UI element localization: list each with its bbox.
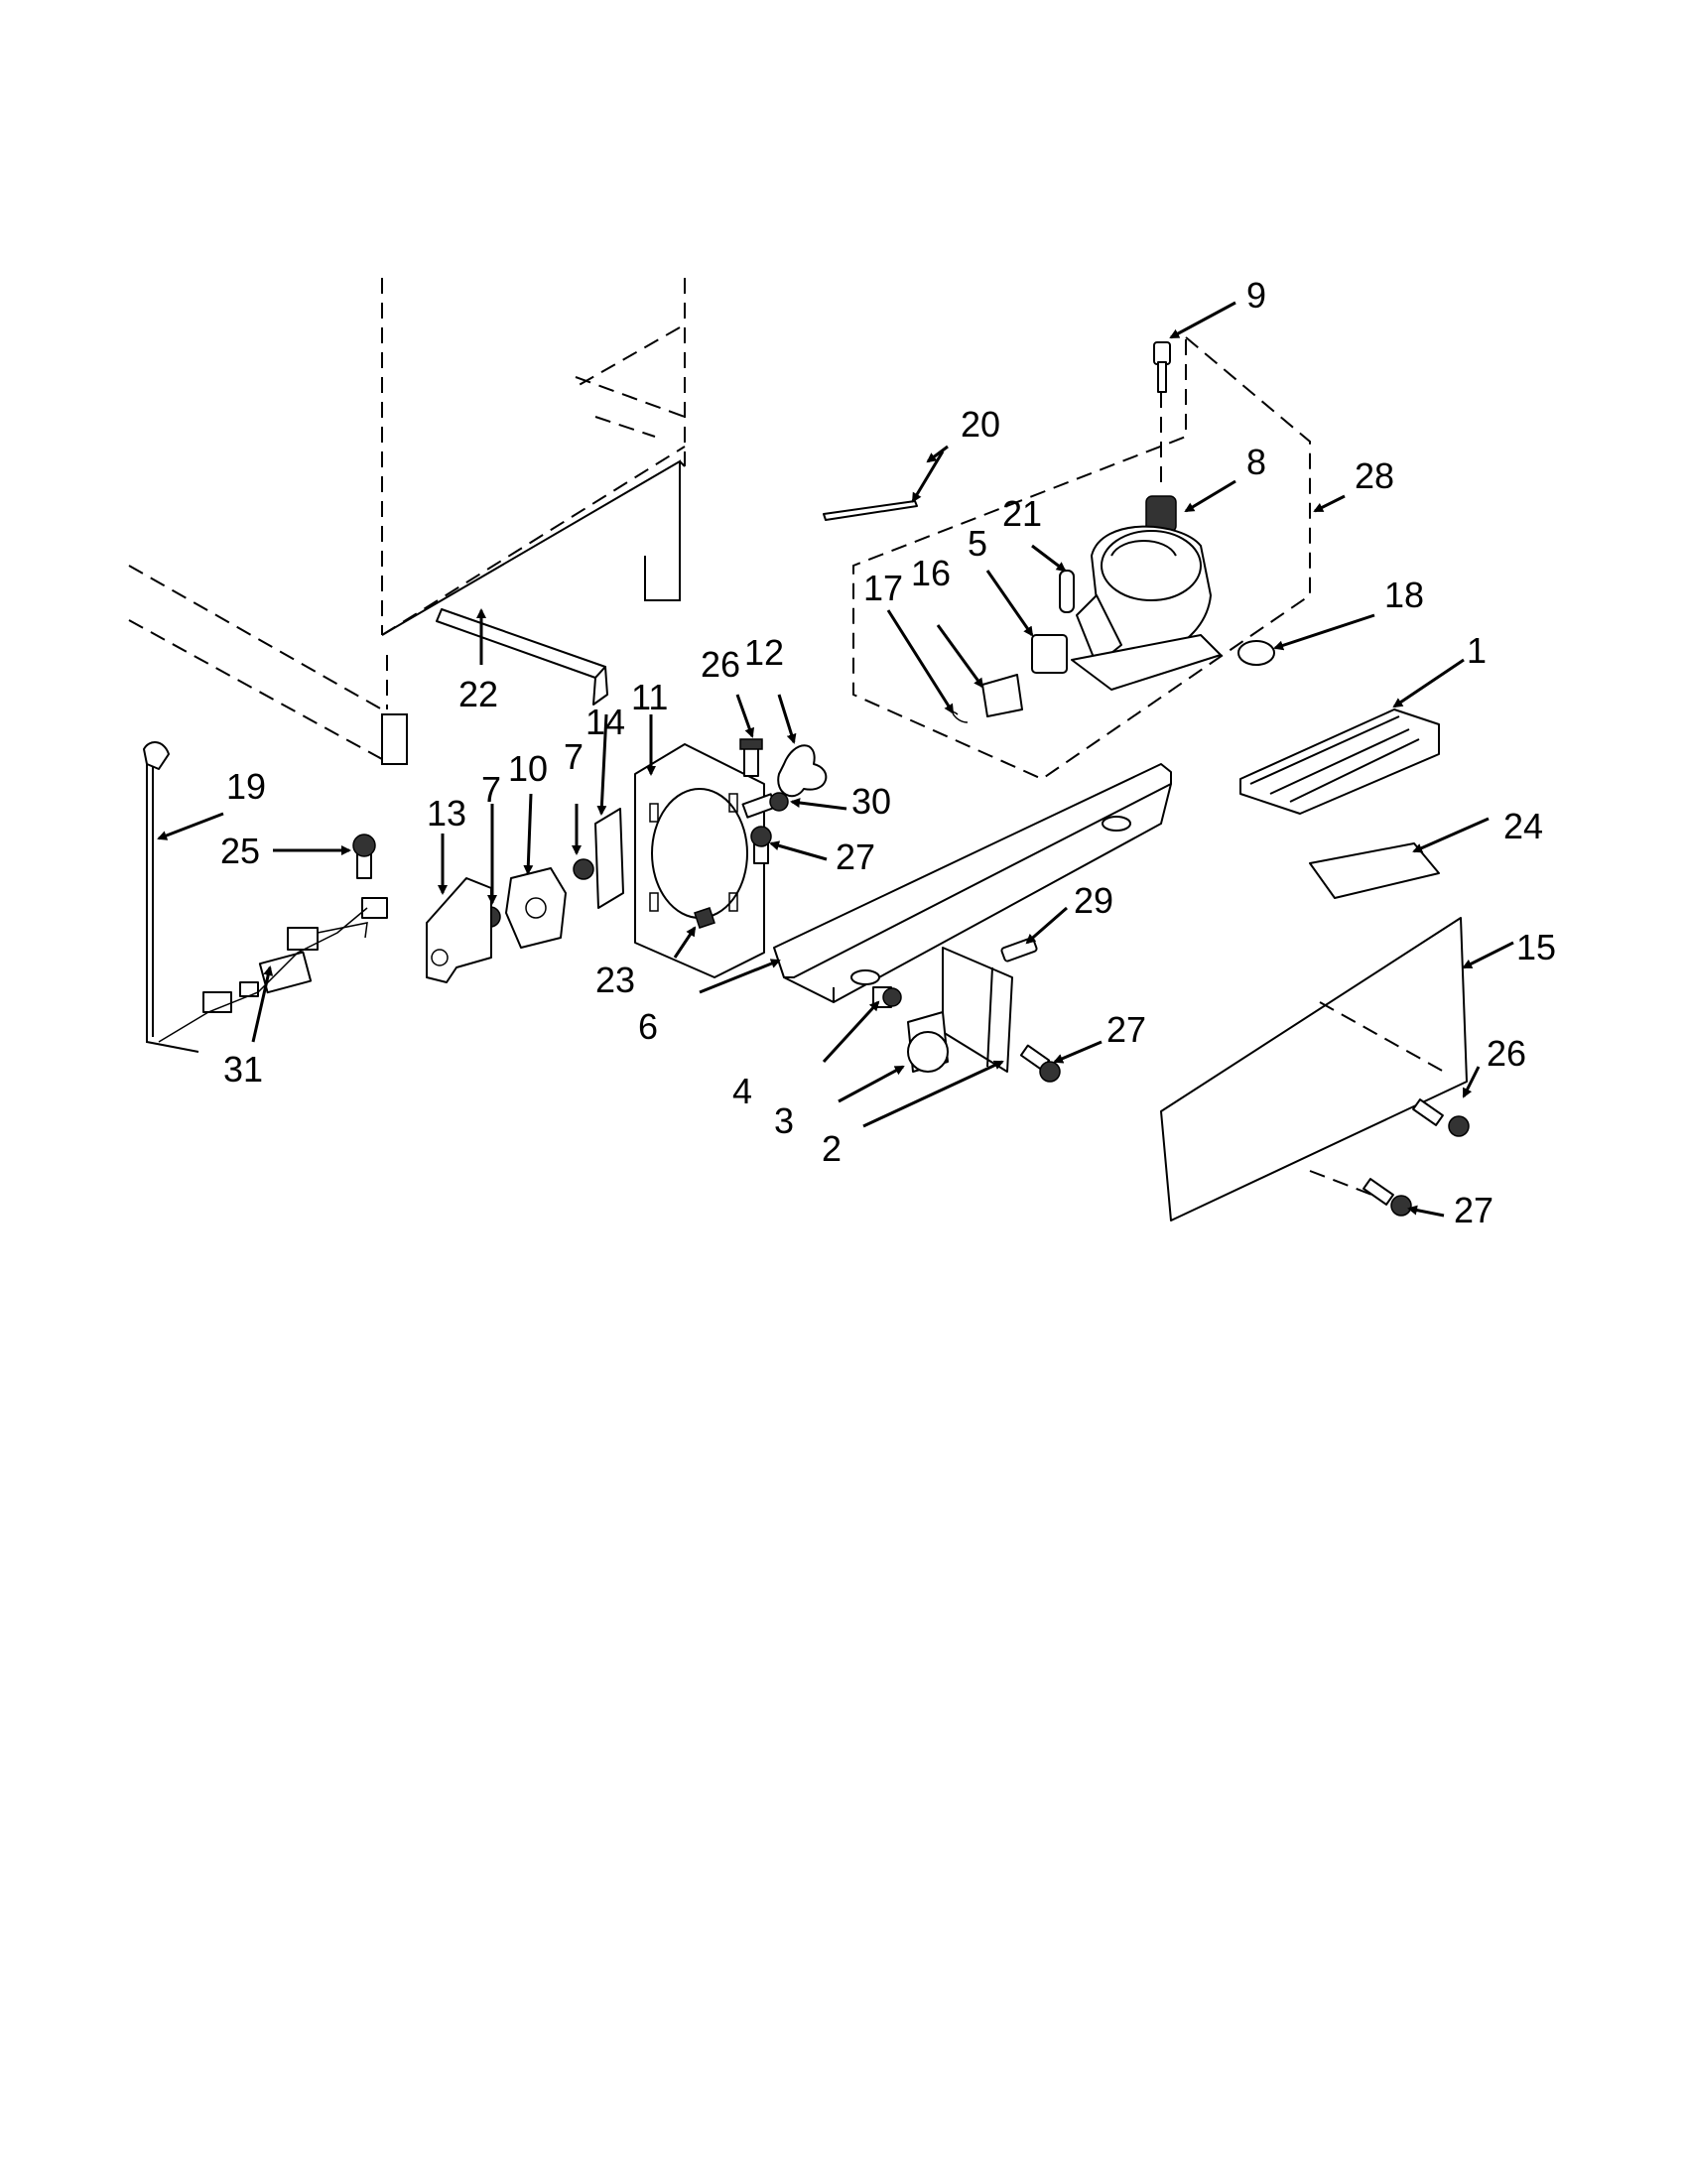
callout-25: 25 (220, 831, 260, 871)
part-15-access-panel (1160, 917, 1468, 1221)
part-3-capacitor (907, 1011, 949, 1073)
part-10-motor (505, 867, 567, 949)
callout-17: 17 (863, 568, 903, 608)
part-30-screw (741, 792, 789, 819)
callout-24: 24 (1503, 806, 1543, 846)
callout-3: 3 (774, 1100, 794, 1141)
callout-27-fan: 27 (836, 836, 875, 877)
callout-27-bracket: 27 (1106, 1009, 1146, 1050)
callout-9: 9 (1246, 275, 1266, 316)
callout-21: 21 (1002, 493, 1042, 534)
callout-19: 19 (226, 766, 266, 807)
callout-7-left: 7 (481, 769, 501, 810)
callout-22: 22 (458, 674, 498, 714)
part-23-clip (694, 907, 715, 929)
part-2-bracket (942, 947, 1013, 1073)
callout-29: 29 (1074, 880, 1113, 921)
callout-4: 4 (732, 1071, 752, 1111)
callout-7-right: 7 (564, 736, 584, 777)
callout-5: 5 (968, 523, 987, 564)
part-11-fan-shroud (634, 743, 765, 978)
part-29-screw (1000, 937, 1038, 963)
callout-12: 12 (744, 632, 784, 673)
part-14-bracket (594, 808, 624, 909)
part-20-tube (823, 500, 918, 521)
callout-30: 30 (851, 781, 891, 822)
callout-16: 16 (911, 553, 951, 593)
part-19-wire-harness (143, 741, 388, 1053)
part-27-screw-panel (1363, 1178, 1412, 1217)
part-27-screw-a (1019, 1044, 1061, 1083)
part-26-screw-fan (739, 738, 763, 777)
compressor-assembly (852, 334, 1311, 781)
leader-lines (157, 301, 1514, 1218)
callout-10: 10 (508, 748, 548, 789)
callout-1: 1 (1467, 630, 1487, 671)
callout-2: 2 (822, 1128, 842, 1169)
callout-31: 31 (223, 1049, 263, 1090)
part-24-pad (1309, 842, 1440, 899)
callout-27-panel: 27 (1454, 1190, 1493, 1230)
cabinet-outline (128, 278, 686, 765)
callout-15: 15 (1516, 927, 1556, 967)
callout-8: 8 (1246, 442, 1266, 482)
callout-6: 6 (638, 1006, 658, 1047)
part-13-bracket (426, 877, 492, 983)
part-7-grommet-b (573, 858, 594, 880)
callout-28: 28 (1355, 455, 1394, 496)
part-25-screw (352, 834, 376, 879)
callout-labels: 9 20 8 28 21 5 16 17 18 1 24 15 26 27 27… (220, 275, 1556, 1230)
part-6-base-rail (773, 763, 1172, 1004)
part-26-screw-panel (1412, 1098, 1470, 1137)
callout-26-fan: 26 (701, 644, 740, 685)
callout-18: 18 (1384, 575, 1424, 615)
callout-11: 11 (631, 677, 668, 717)
part-27-screw-fan (750, 826, 772, 864)
part-1-drain-pan (1239, 708, 1440, 815)
part-18-grommet (1237, 640, 1275, 666)
callout-26-panel: 26 (1487, 1033, 1526, 1074)
callout-13: 13 (427, 793, 466, 834)
callout-20: 20 (961, 404, 1000, 445)
part-22-bracket (436, 608, 608, 706)
part-12-fan-blade (777, 744, 828, 798)
part-4-screw (872, 986, 902, 1008)
callout-23: 23 (595, 960, 635, 1000)
callout-14: 14 (585, 702, 625, 742)
